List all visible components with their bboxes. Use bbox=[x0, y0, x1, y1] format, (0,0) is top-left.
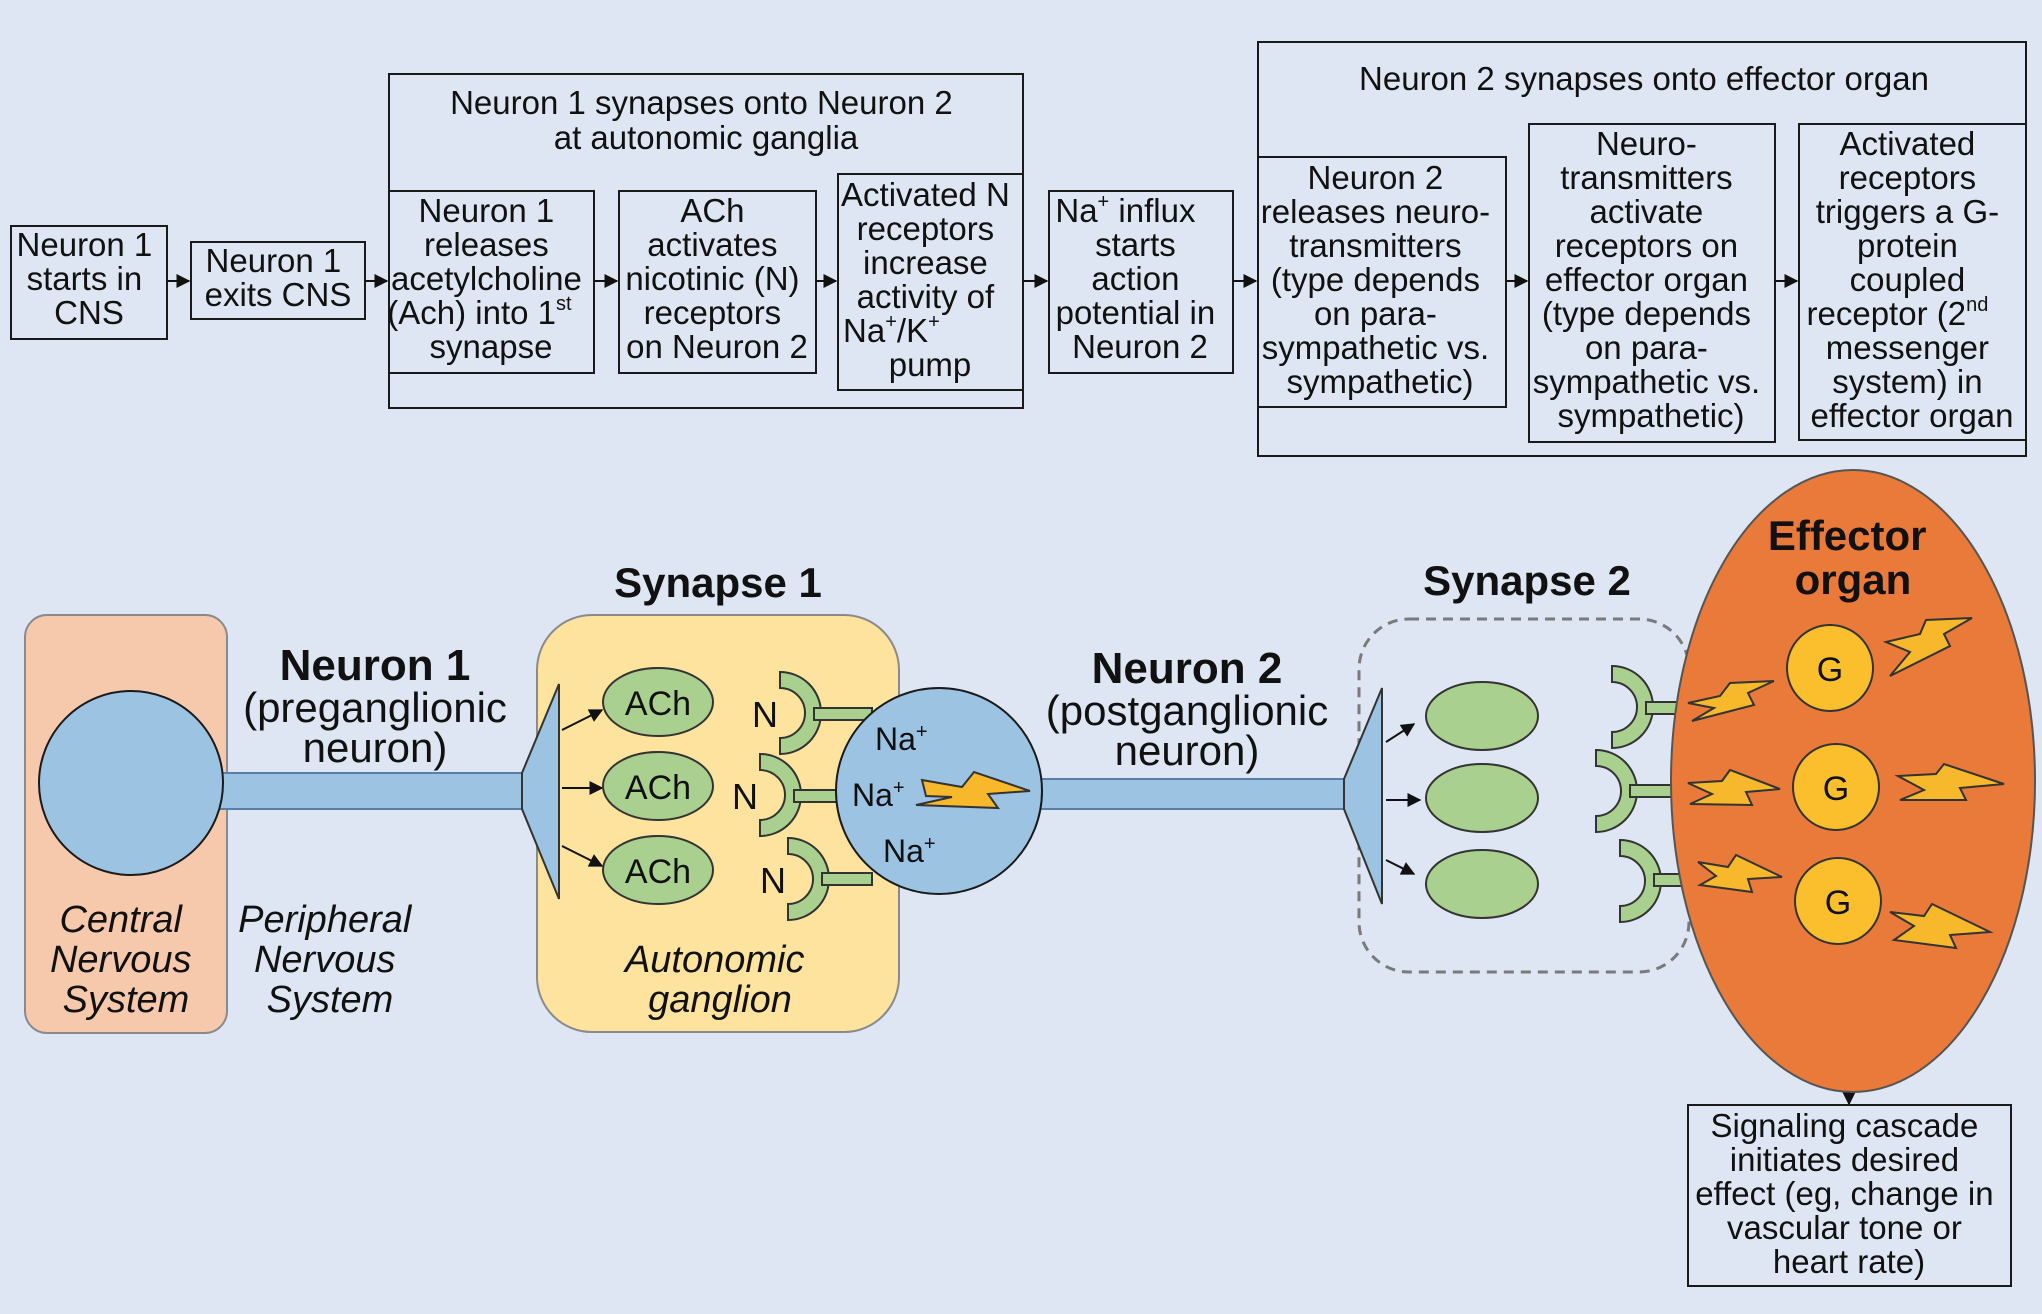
neuron1-cell-body bbox=[38, 690, 224, 876]
na-label: Na+ bbox=[883, 833, 936, 869]
nicotinic-receptor bbox=[787, 836, 873, 922]
neuron2-terminal bbox=[1343, 687, 1383, 905]
group-ganglia-title: Neuron 1 synapses onto Neuron 2 at auton… bbox=[450, 84, 962, 156]
effector-organ-title: Effector organ bbox=[1768, 512, 1938, 603]
step-neurotransmitters-activate bbox=[1528, 123, 1776, 443]
step-activated-n-receptors bbox=[837, 173, 1024, 391]
g-protein bbox=[1794, 857, 1882, 945]
release-arrow bbox=[1385, 859, 1416, 875]
signal-bolt-icon bbox=[1894, 762, 2005, 801]
step-starts-in-cns bbox=[10, 225, 168, 340]
signal-bolt-icon bbox=[1889, 902, 1994, 950]
neuron1-title: Neuron 1 bbox=[280, 641, 471, 690]
step-exits-cns bbox=[190, 241, 366, 320]
neurotransmitter-vesicle bbox=[1425, 763, 1539, 833]
n-receptor-label: N bbox=[760, 860, 786, 901]
neuron2-axon bbox=[1039, 778, 1351, 810]
synapse2-title: Synapse 2 bbox=[1423, 557, 1631, 604]
release-arrow bbox=[1385, 723, 1416, 743]
g-protein-label: G bbox=[1825, 884, 1851, 922]
ach-vesicle bbox=[602, 751, 714, 821]
ach-vesicle bbox=[602, 835, 714, 905]
release-arrow bbox=[561, 709, 604, 731]
neuron2-subtitle: neuron) bbox=[1115, 727, 1260, 774]
signal-bolt-icon bbox=[1687, 768, 1781, 807]
g-protein bbox=[1786, 624, 1874, 712]
cns-label: Central Nervous System bbox=[50, 899, 202, 1021]
ach-label: ACh bbox=[625, 685, 691, 723]
effector-receptor bbox=[1595, 748, 1681, 834]
group-effector-title: Neuron 2 synapses onto effector organ bbox=[1359, 60, 1929, 97]
step-releases-acetylcholine-text: Neuron 1 releases acetylcholine (Ach) in… bbox=[387, 192, 591, 365]
step-exits-cns-text: Neuron 1 exits CNS bbox=[205, 242, 352, 313]
ach-label: ACh bbox=[625, 853, 691, 891]
neuron1-terminal bbox=[521, 683, 560, 900]
effector-receptor bbox=[1611, 664, 1681, 750]
signal-bolt-icon bbox=[1696, 853, 1783, 894]
neurotransmitter-vesicle bbox=[1425, 849, 1539, 919]
neuron1-subtitle: neuron) bbox=[303, 724, 448, 771]
g-protein-label: G bbox=[1817, 651, 1843, 689]
step-starts-in-cns-text: Neuron 1 starts in CNS bbox=[17, 226, 162, 331]
pns-label: Peripheral Nervous System bbox=[238, 899, 422, 1021]
n-receptor-label: N bbox=[752, 694, 778, 735]
synapse1-title: Synapse 1 bbox=[614, 559, 822, 606]
step-ach-activates-nicotinic bbox=[618, 190, 817, 374]
na-label: Na+ bbox=[852, 777, 905, 813]
neuron2-subtitle: (postganglionic bbox=[1046, 687, 1329, 734]
step-signaling-cascade bbox=[1687, 1104, 2012, 1287]
action-potential-bolt-icon bbox=[915, 770, 1031, 810]
effector-receptor bbox=[1619, 838, 1685, 924]
step-neuron2-releases bbox=[1257, 156, 1507, 408]
release-arrow bbox=[561, 845, 604, 867]
nicotinic-receptor bbox=[779, 670, 873, 756]
step-neurotransmitters-activate-text: Neuro- transmitters activate receptors o… bbox=[1533, 125, 1770, 434]
signal-bolt-icon bbox=[1687, 680, 1775, 722]
step-ach-activates-nicotinic-text: ACh activates nicotinic (N) receptors on… bbox=[625, 192, 808, 365]
step-signaling-cascade-text: Signaling cascade initiates desired effe… bbox=[1695, 1107, 2003, 1280]
g-protein bbox=[1792, 743, 1880, 831]
n-receptor-label: N bbox=[732, 776, 758, 817]
ganglion-label: Autonomic ganglion bbox=[623, 939, 815, 1021]
ach-vesicle bbox=[602, 667, 714, 737]
g-protein-label: G bbox=[1823, 770, 1849, 808]
neurotransmitter-vesicle bbox=[1425, 681, 1539, 751]
neuron1-subtitle: (preganglionic bbox=[243, 684, 507, 731]
step-activated-n-receptors-text: Activated N receptors increase activity … bbox=[841, 176, 1019, 383]
step-releases-acetylcholine bbox=[388, 190, 595, 374]
neuron1-axon bbox=[217, 772, 539, 810]
step-na-influx bbox=[1048, 190, 1234, 374]
step-g-protein-receptor bbox=[1798, 123, 2027, 441]
signal-bolt-icon bbox=[1882, 617, 1973, 677]
na-label: Na+ bbox=[875, 721, 928, 757]
step-neuron2-releases-text: Neuron 2 releases neuro- transmitters (t… bbox=[1261, 159, 1499, 400]
step-g-protein-receptor-text: Activated receptors triggers a G- protei… bbox=[1807, 125, 2014, 434]
ach-label: ACh bbox=[625, 769, 691, 807]
neuron2-title: Neuron 2 bbox=[1092, 644, 1283, 693]
step-na-influx-text: Na+ influx starts action potential in Ne… bbox=[1055, 191, 1224, 365]
